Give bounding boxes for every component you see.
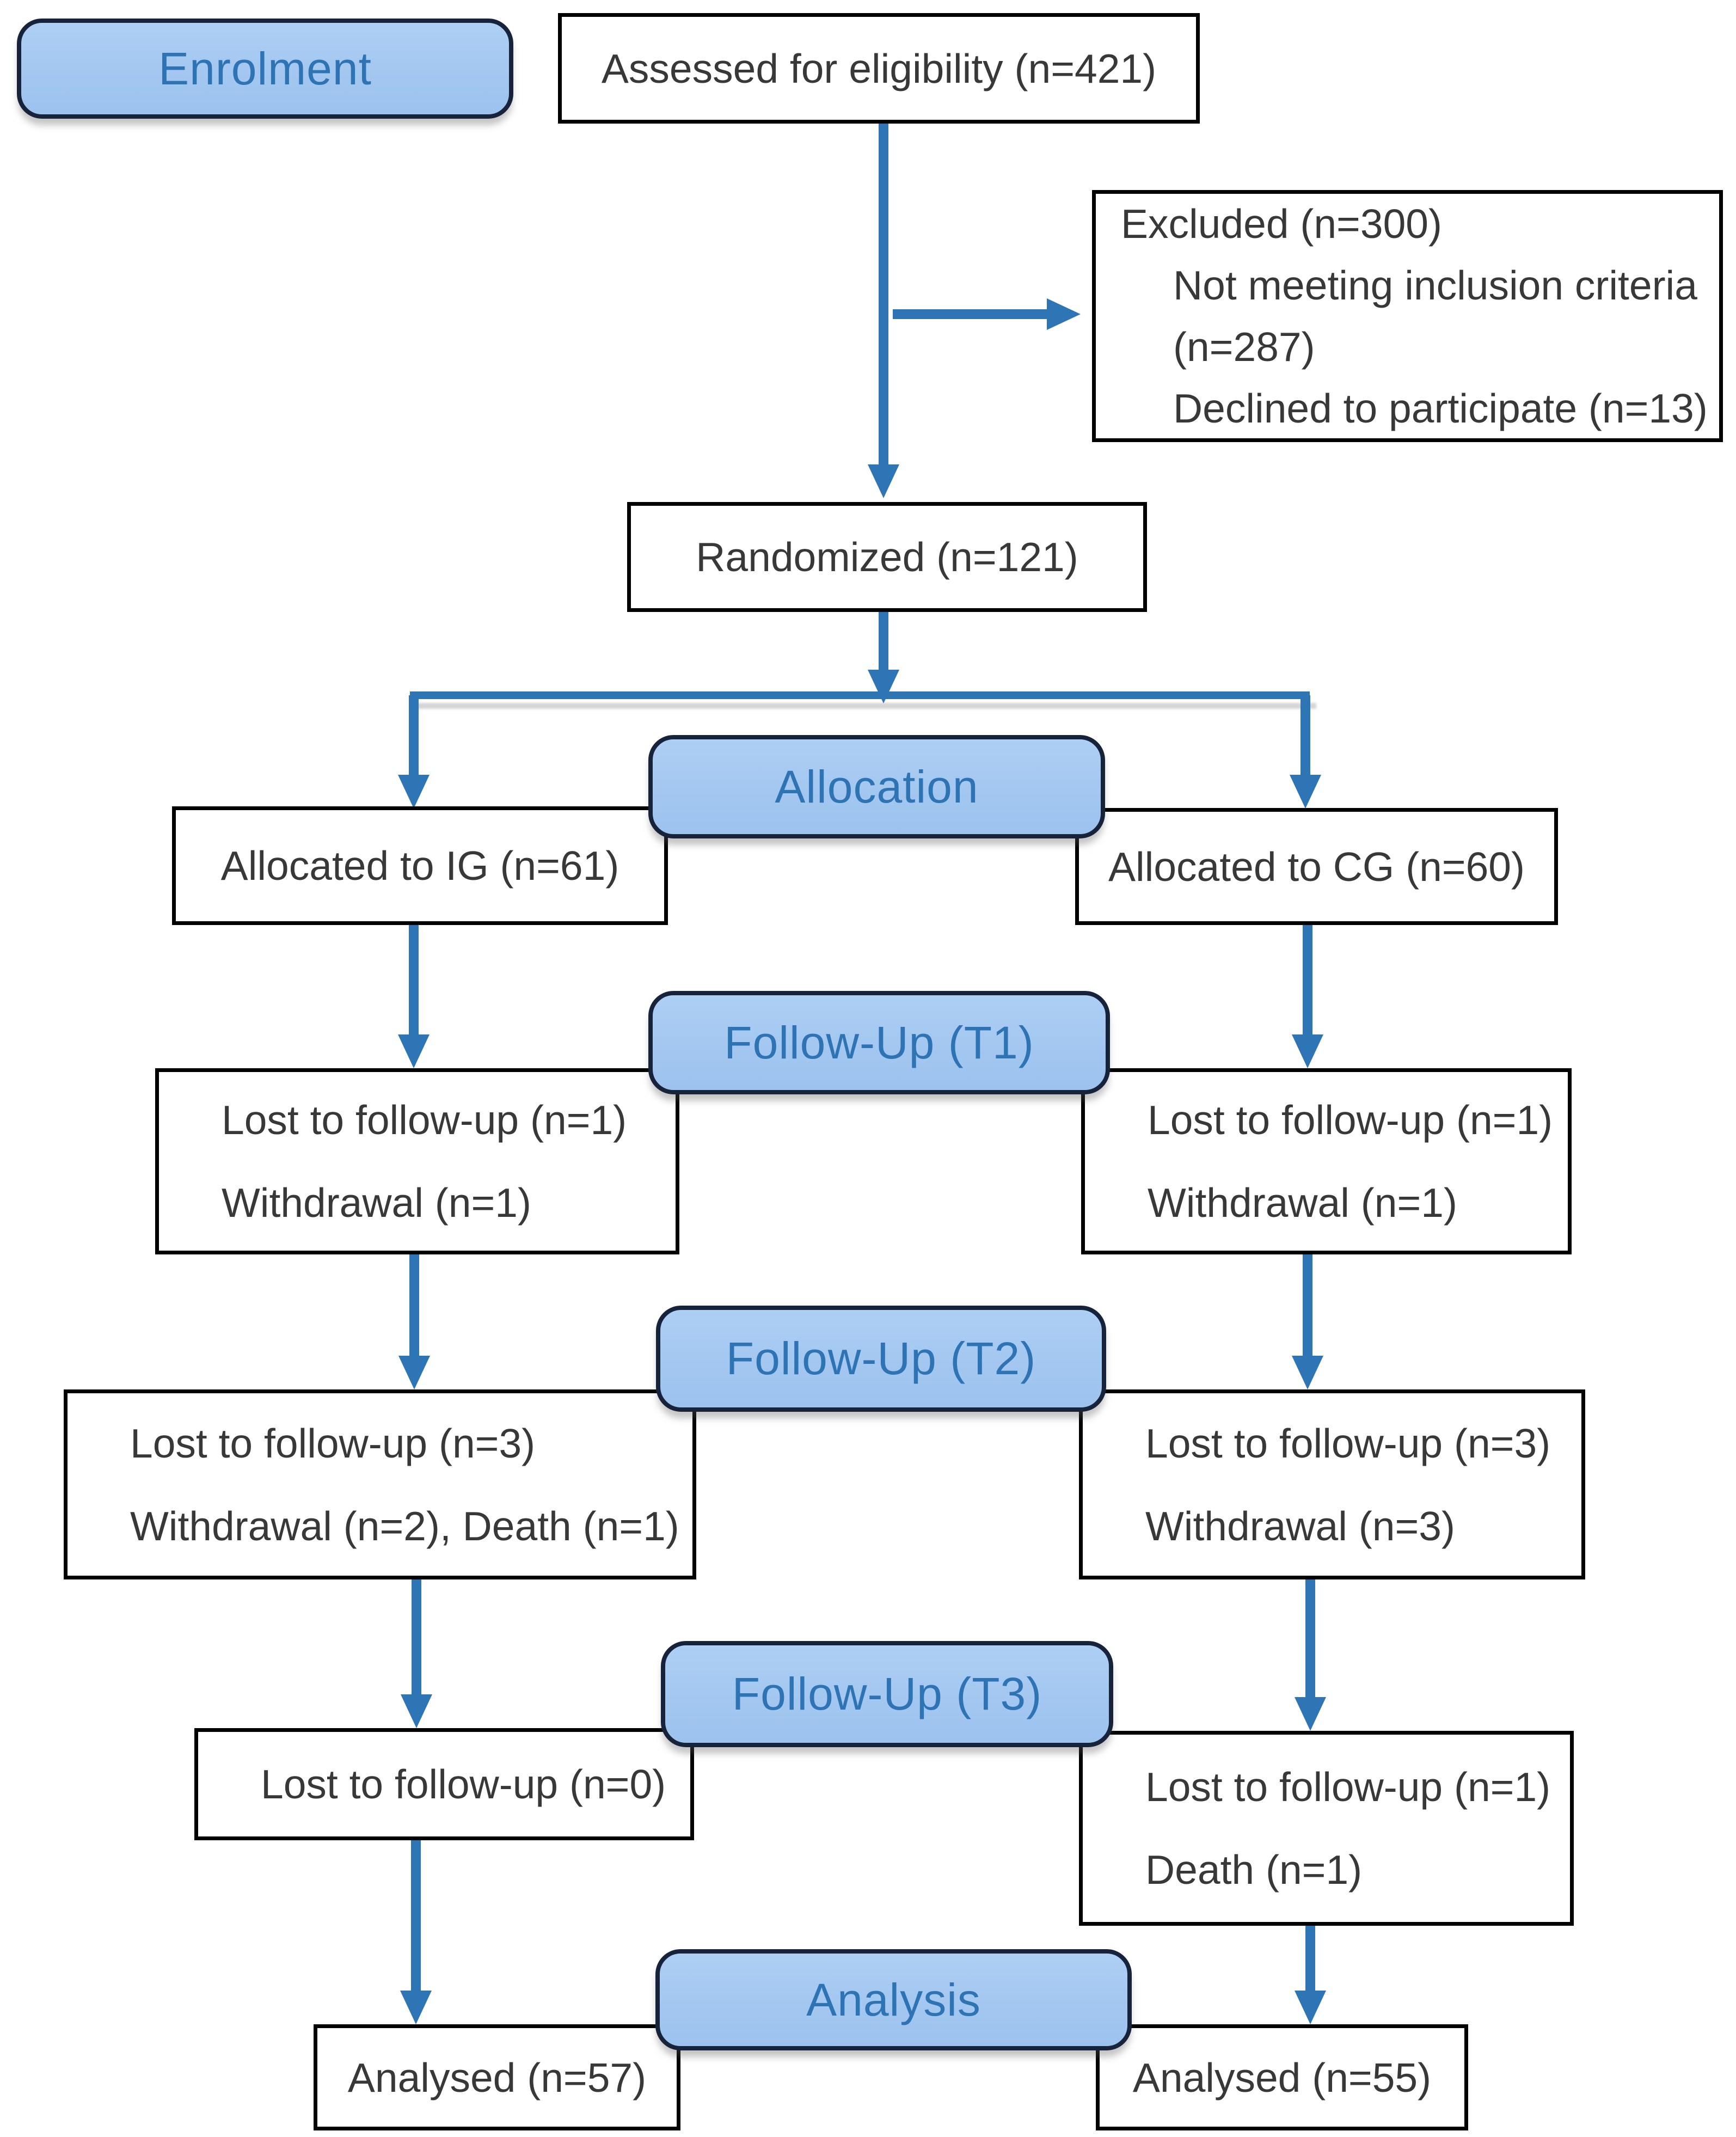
- box-assessed-eligibility: Assessed for eligibility (n=421): [558, 13, 1200, 124]
- stage-pill-followup-t2: Follow-Up (T2): [656, 1306, 1106, 1412]
- arrow-ig-to-t1-shaft: [409, 925, 419, 1034]
- stage-pill-enrolment: Enrolment: [17, 19, 513, 119]
- box-t1-loss-ig: Lost to follow-up (n=1) Withdrawal (n=1): [155, 1068, 679, 1254]
- box-text: Analysed (n=55): [1132, 2054, 1432, 2101]
- box-text: Declined to participate (n=13): [1173, 385, 1708, 431]
- box-text: Withdrawal (n=1): [1148, 1180, 1457, 1226]
- box-text: Lost to follow-up (n=1): [1148, 1097, 1553, 1143]
- arrow-t1-to-t2-left-shaft: [409, 1254, 419, 1356]
- branch-line-shadow: [416, 703, 1316, 709]
- arrow-t3-to-analysis-left-shaft: [411, 1840, 421, 1991]
- box-analysed-cg: Analysed (n=55): [1096, 2024, 1468, 2130]
- box-text: Allocated to CG (n=60): [1108, 843, 1525, 890]
- arrow-to-excluded-head-icon: [1047, 298, 1081, 330]
- box-text: (n=287): [1173, 323, 1315, 370]
- arrow-assessed-to-randomized-head-icon: [868, 464, 899, 498]
- arrow-t1-to-t2-right-shaft: [1303, 1254, 1312, 1356]
- box-excluded: Excluded (n=300) Not meeting inclusion c…: [1092, 190, 1723, 442]
- arrow-t2-to-t3-right-head-icon: [1295, 1697, 1326, 1731]
- stage-pill-analysis: Analysis: [655, 1949, 1132, 2050]
- box-text: Analysed (n=57): [347, 2054, 647, 2101]
- stage-label: Follow-Up (T2): [726, 1333, 1036, 1384]
- arrow-ig-to-t1-head-icon: [398, 1034, 430, 1068]
- arrow-t3-to-analysis-left-head-icon: [400, 1991, 432, 2024]
- stage-pill-allocation: Allocation: [648, 735, 1105, 838]
- arrow-assessed-to-randomized-shaft: [879, 124, 888, 468]
- arrow-randomized-to-branch-shaft: [879, 612, 888, 672]
- arrow-t2-to-t3-right-shaft: [1305, 1579, 1315, 1697]
- arrow-branch-to-ig-shaft: [409, 695, 419, 775]
- box-text: Lost to follow-up (n=0): [261, 1761, 666, 1807]
- arrow-branch-to-cg-shaft: [1301, 695, 1310, 775]
- box-analysed-ig: Analysed (n=57): [314, 2024, 680, 2130]
- arrow-branch-to-cg-head-icon: [1290, 775, 1321, 809]
- stage-label: Analysis: [806, 1974, 981, 2025]
- arrow-t1-to-t2-right-head-icon: [1292, 1356, 1323, 1389]
- arrow-t3-to-analysis-right-shaft: [1305, 1926, 1315, 1991]
- box-text: Death (n=1): [1145, 1847, 1363, 1893]
- arrow-branch-to-ig-head-icon: [398, 775, 430, 809]
- stage-pill-followup-t1: Follow-Up (T1): [648, 991, 1110, 1094]
- box-text: Lost to follow-up (n=3): [1145, 1420, 1551, 1466]
- arrow-cg-to-t1-head-icon: [1292, 1034, 1323, 1068]
- box-text: Lost to follow-up (n=1): [222, 1097, 627, 1143]
- box-t2-loss-cg: Lost to follow-up (n=3) Withdrawal (n=3): [1079, 1389, 1585, 1579]
- box-text: Withdrawal (n=2), Death (n=1): [130, 1503, 679, 1549]
- box-allocated-ig: Allocated to IG (n=61): [172, 806, 668, 925]
- box-text: Lost to follow-up (n=1): [1145, 1764, 1551, 1810]
- box-text: Withdrawal (n=1): [222, 1180, 531, 1226]
- box-text: Withdrawal (n=3): [1145, 1503, 1455, 1549]
- box-text: Excluded (n=300): [1121, 200, 1442, 247]
- box-t2-loss-ig: Lost to follow-up (n=3) Withdrawal (n=2)…: [64, 1389, 696, 1579]
- box-text: Not meeting inclusion criteria: [1173, 262, 1697, 308]
- box-allocated-cg: Allocated to CG (n=60): [1075, 808, 1558, 925]
- box-text: Randomized (n=121): [696, 534, 1078, 580]
- box-text: Allocated to IG (n=61): [220, 843, 619, 889]
- arrow-cg-to-t1-shaft: [1303, 925, 1312, 1034]
- arrow-t3-to-analysis-right-head-icon: [1295, 1991, 1326, 2024]
- box-text: Lost to follow-up (n=3): [130, 1420, 536, 1466]
- stage-label: Follow-Up (T1): [724, 1017, 1034, 1068]
- box-t3-loss-ig: Lost to follow-up (n=0): [194, 1728, 694, 1840]
- stage-label: Enrolment: [158, 42, 372, 94]
- box-t1-loss-cg: Lost to follow-up (n=1) Withdrawal (n=1): [1081, 1068, 1572, 1254]
- arrow-to-excluded-shaft: [893, 309, 1049, 319]
- box-t3-loss-cg: Lost to follow-up (n=1) Death (n=1): [1079, 1731, 1574, 1926]
- stage-label: Follow-Up (T3): [732, 1668, 1042, 1719]
- stage-pill-followup-t3: Follow-Up (T3): [661, 1641, 1113, 1747]
- box-text: Assessed for eligibility (n=421): [601, 45, 1157, 91]
- branch-line: [410, 691, 1310, 699]
- arrow-t2-to-t3-left-head-icon: [401, 1694, 432, 1728]
- stage-label: Allocation: [775, 761, 979, 812]
- arrow-t1-to-t2-left-head-icon: [398, 1356, 430, 1389]
- box-randomized: Randomized (n=121): [627, 502, 1147, 612]
- arrow-t2-to-t3-left-shaft: [412, 1579, 421, 1694]
